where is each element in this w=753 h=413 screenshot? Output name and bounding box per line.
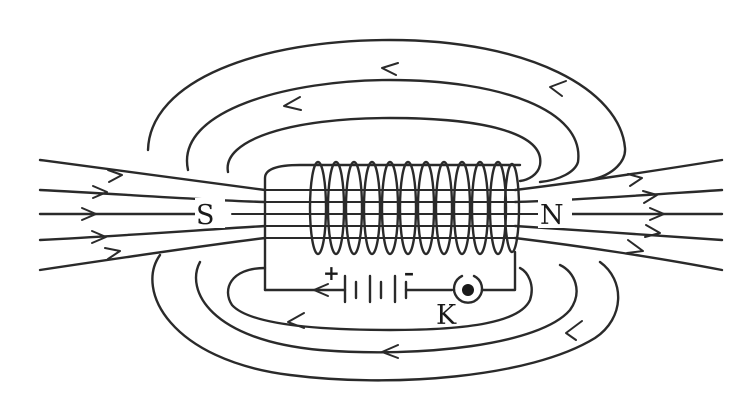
coil-turn — [503, 162, 521, 254]
coil-turn — [326, 160, 346, 256]
battery — [343, 274, 408, 304]
arrow-left-icon — [549, 80, 567, 97]
plug-key — [452, 274, 484, 304]
south-pole-label: S — [196, 200, 215, 231]
field-line-right-5 — [513, 236, 724, 272]
arrow-right-icon — [626, 239, 644, 254]
arrow-right-icon — [91, 230, 107, 244]
coil-turn — [452, 160, 472, 256]
arrow-right-icon — [107, 169, 123, 183]
field-loop-top-inner — [226, 116, 542, 183]
arrow-right-icon — [649, 207, 665, 221]
solenoid — [263, 160, 522, 292]
arrow-left-icon — [313, 283, 329, 297]
arrowheads — [81, 62, 665, 359]
field-lines-internal — [231, 189, 541, 239]
key-plug-dot — [462, 284, 474, 296]
arrow-right-icon — [627, 173, 643, 187]
field-loops-bottom — [151, 253, 620, 382]
circuit — [263, 250, 517, 304]
coil-turn — [362, 160, 382, 256]
north-pole-label: N — [540, 200, 564, 231]
solenoid-former — [263, 163, 522, 292]
field-line-left-4 — [38, 224, 267, 242]
key-label: K — [436, 300, 457, 331]
field-loop-bottom-inner — [226, 266, 533, 332]
coil-turn — [470, 160, 490, 256]
arrow-left-icon — [287, 312, 305, 329]
arrow-right-icon — [104, 247, 121, 260]
arrow-right-icon — [92, 185, 108, 199]
coil-turn — [344, 160, 364, 256]
solenoid-coils — [308, 160, 521, 256]
arrow-left-icon — [283, 96, 302, 111]
field-line-right-1 — [513, 158, 724, 192]
arrow-right-icon — [642, 190, 658, 204]
battery-positive-sign: + — [323, 261, 340, 285]
field-loop-top-outer — [146, 38, 627, 182]
field-line-left-2 — [38, 188, 267, 204]
field-loop-bottom-middle — [194, 260, 578, 354]
arrow-left-icon — [381, 62, 399, 76]
arrow-left-icon — [565, 320, 583, 341]
battery-negative-sign: – — [404, 261, 414, 285]
key-circle — [452, 274, 484, 304]
field-line-left-5 — [38, 236, 267, 272]
arrow-left-icon — [381, 344, 399, 359]
arrow-right-icon — [644, 224, 661, 238]
coil-turn — [434, 160, 454, 256]
field-loop-bottom-outer — [151, 253, 620, 382]
coil-turn — [398, 160, 418, 256]
field-line-left-1 — [38, 158, 267, 192]
coil-turn — [308, 160, 328, 256]
coil-turn — [488, 160, 508, 256]
coil-turn — [380, 160, 400, 256]
circuit-wire-right — [480, 250, 517, 292]
arrow-right-icon — [81, 207, 97, 221]
field-loop-top-middle — [185, 78, 580, 184]
coil-turn — [416, 160, 436, 256]
field-loops-top — [146, 38, 627, 184]
field-lines-left — [38, 158, 267, 272]
